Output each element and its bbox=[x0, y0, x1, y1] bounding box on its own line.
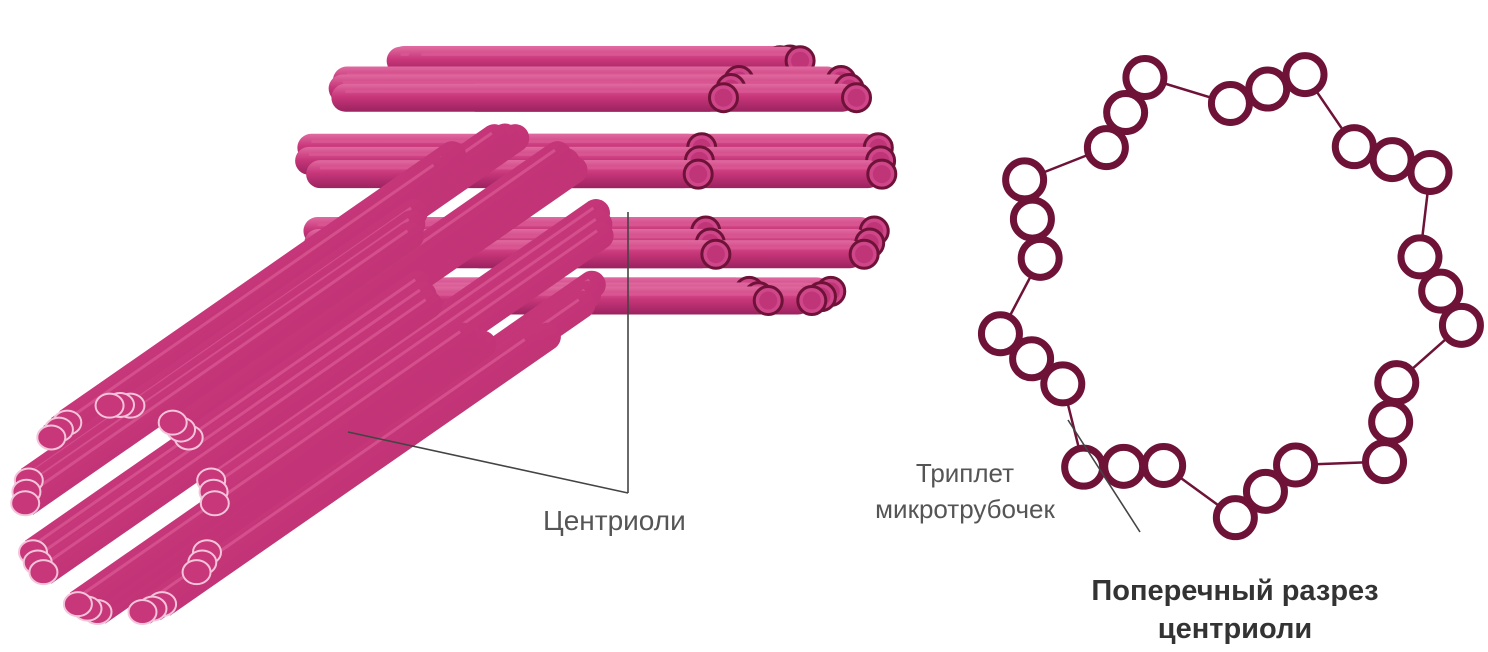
microtubule-ring bbox=[1145, 446, 1183, 484]
triplet-label: Триплет микротрубочек bbox=[840, 455, 1090, 527]
microtubule-triplet bbox=[1216, 446, 1314, 537]
triplet-label-line1: Триплет bbox=[840, 455, 1090, 491]
lower-microtubule-end bbox=[159, 411, 187, 435]
lower-microtubule-end bbox=[96, 394, 124, 418]
lower-microtubule-end bbox=[29, 560, 57, 584]
microtubule-triplet bbox=[1006, 161, 1060, 277]
centrioles-label: Центриоли bbox=[543, 505, 686, 537]
microtubule-ring bbox=[981, 315, 1019, 353]
microtubule-triplet bbox=[1401, 238, 1480, 344]
cross-section-caption-line2: центриоли bbox=[1030, 610, 1440, 648]
microtubule-ring bbox=[1366, 443, 1404, 481]
microtubule-ring bbox=[1105, 447, 1143, 485]
microtubule-ring bbox=[1286, 56, 1324, 94]
microtubule-ring bbox=[1107, 94, 1145, 132]
microtubule-triplet bbox=[981, 315, 1081, 403]
lower-centriole-tube-bundle bbox=[11, 124, 613, 624]
microtubule-ring bbox=[1335, 128, 1373, 166]
microtubule-ring bbox=[1378, 364, 1416, 402]
microtubule-ring bbox=[1006, 161, 1044, 199]
microtubule-triplet bbox=[1087, 59, 1164, 167]
upper-microtubule bbox=[331, 84, 737, 112]
lower-microtubule-end bbox=[183, 560, 211, 584]
lower-microtubule-end bbox=[37, 425, 65, 449]
triplet-label-line2: микротрубочек bbox=[840, 491, 1090, 527]
microtubule-ring bbox=[1013, 200, 1051, 238]
lower-microtubule-end bbox=[128, 600, 156, 624]
microtubule-ring bbox=[1373, 141, 1411, 179]
microtubule-ring bbox=[1087, 129, 1125, 167]
cross-section-caption-line1: Поперечный разрез bbox=[1030, 572, 1440, 610]
lower-microtubule-end bbox=[201, 491, 229, 515]
microtubule-ring bbox=[1126, 59, 1164, 97]
microtubule-triplet bbox=[1211, 56, 1324, 123]
microtubule-ring bbox=[1216, 499, 1254, 537]
cross-section-caption: Поперечный разрез центриоли bbox=[1030, 572, 1440, 648]
microtubule-ring bbox=[1442, 306, 1480, 344]
microtubule-ring bbox=[1021, 239, 1059, 277]
microtubule-ring bbox=[1372, 403, 1410, 441]
microtubule-ring bbox=[1211, 85, 1249, 123]
microtubule-triplet bbox=[1335, 128, 1449, 192]
lower-microtubule-end bbox=[11, 491, 39, 515]
microtubule-ring bbox=[1411, 153, 1449, 191]
microtubule-ring bbox=[1249, 70, 1287, 108]
lower-microtubule-end bbox=[64, 592, 92, 616]
microtubule-triplet bbox=[1366, 364, 1416, 481]
